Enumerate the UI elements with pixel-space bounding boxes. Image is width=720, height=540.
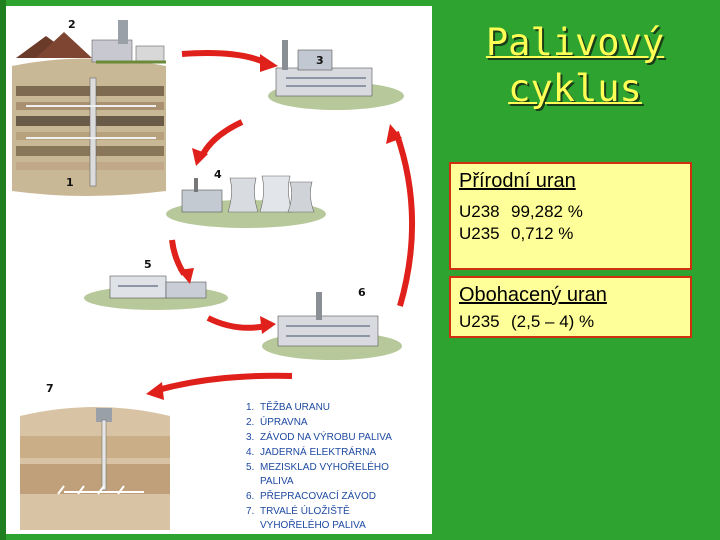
isotope-row: U238 99,282 % bbox=[459, 201, 682, 223]
isotope-row: U235 0,712 % bbox=[459, 223, 682, 245]
legend-item: JADERNÁ ELEKTRÁRNA bbox=[260, 445, 376, 458]
legend-item: VYHOŘELÉHO PALIVA bbox=[260, 518, 366, 531]
fuel-cycle-svg: 2 1 3 4 5 6 7 1. TĚŽBA URANU 2. ÚPRAVNA … bbox=[6, 6, 432, 534]
reprocessing-plant bbox=[262, 292, 402, 360]
stage-number: 3 bbox=[316, 54, 324, 67]
nuclear-power-plant bbox=[166, 176, 326, 228]
legend-item: MEZISKLAD VYHOŘELÉHO bbox=[260, 460, 389, 473]
legend-number: 5. bbox=[246, 462, 254, 473]
fuel-cycle-illustration: 2 1 3 4 5 6 7 1. TĚŽBA URANU 2. ÚPRAVNA … bbox=[6, 6, 432, 534]
natural-uranium-box: Přírodní uran U238 99,282 % U235 0,712 % bbox=[449, 162, 692, 270]
isotope-value: 0,712 % bbox=[511, 224, 573, 243]
legend-number: 1. bbox=[246, 402, 254, 413]
title-line-2: cyklus bbox=[470, 66, 680, 112]
enriched-uranium-box: Obohacený uran U235 (2,5 – 4) % bbox=[449, 276, 692, 338]
natural-uranium-heading: Přírodní uran bbox=[459, 170, 682, 193]
isotope-label: U235 bbox=[459, 223, 501, 245]
isotope-row: U235 (2,5 – 4) % bbox=[459, 311, 682, 333]
stage-number: 1 bbox=[66, 176, 74, 189]
legend-item: PŘEPRACOVACÍ ZÁVOD bbox=[260, 489, 376, 502]
mine-cross-section bbox=[12, 20, 166, 196]
legend-item: PALIVA bbox=[260, 476, 294, 487]
legend-number: 7. bbox=[246, 506, 254, 517]
title-line-1: Palivový bbox=[470, 20, 680, 66]
fuel-factory bbox=[268, 40, 404, 110]
slide-title: Palivový cyklus bbox=[470, 20, 680, 112]
legend-number: 4. bbox=[246, 447, 254, 458]
legend-number: 2. bbox=[246, 417, 254, 428]
stage-number: 2 bbox=[68, 18, 76, 31]
enriched-uranium-heading: Obohacený uran bbox=[459, 284, 682, 307]
isotope-value: (2,5 – 4) % bbox=[511, 312, 594, 331]
stage-number: 6 bbox=[358, 286, 366, 299]
stage-number: 7 bbox=[46, 382, 54, 395]
permanent-repository bbox=[20, 407, 170, 530]
stage-number: 4 bbox=[214, 168, 222, 181]
isotope-value: 99,282 % bbox=[511, 202, 583, 221]
isotope-label: U235 bbox=[459, 311, 501, 333]
isotope-label: U238 bbox=[459, 201, 501, 223]
interim-storage bbox=[84, 276, 228, 310]
legend-item: TRVALÉ ÚLOŽIŠTĚ bbox=[260, 504, 350, 517]
legend-item: ÚPRAVNA bbox=[260, 415, 308, 428]
legend-number: 6. bbox=[246, 491, 254, 502]
stage-number: 5 bbox=[144, 258, 152, 271]
legend-item: ZÁVOD NA VÝROBU PALIVA bbox=[260, 430, 392, 443]
legend-item: TĚŽBA URANU bbox=[260, 400, 330, 413]
legend-number: 3. bbox=[246, 432, 254, 443]
legend: 1. TĚŽBA URANU 2. ÚPRAVNA 3. ZÁVOD NA VÝ… bbox=[246, 400, 392, 531]
